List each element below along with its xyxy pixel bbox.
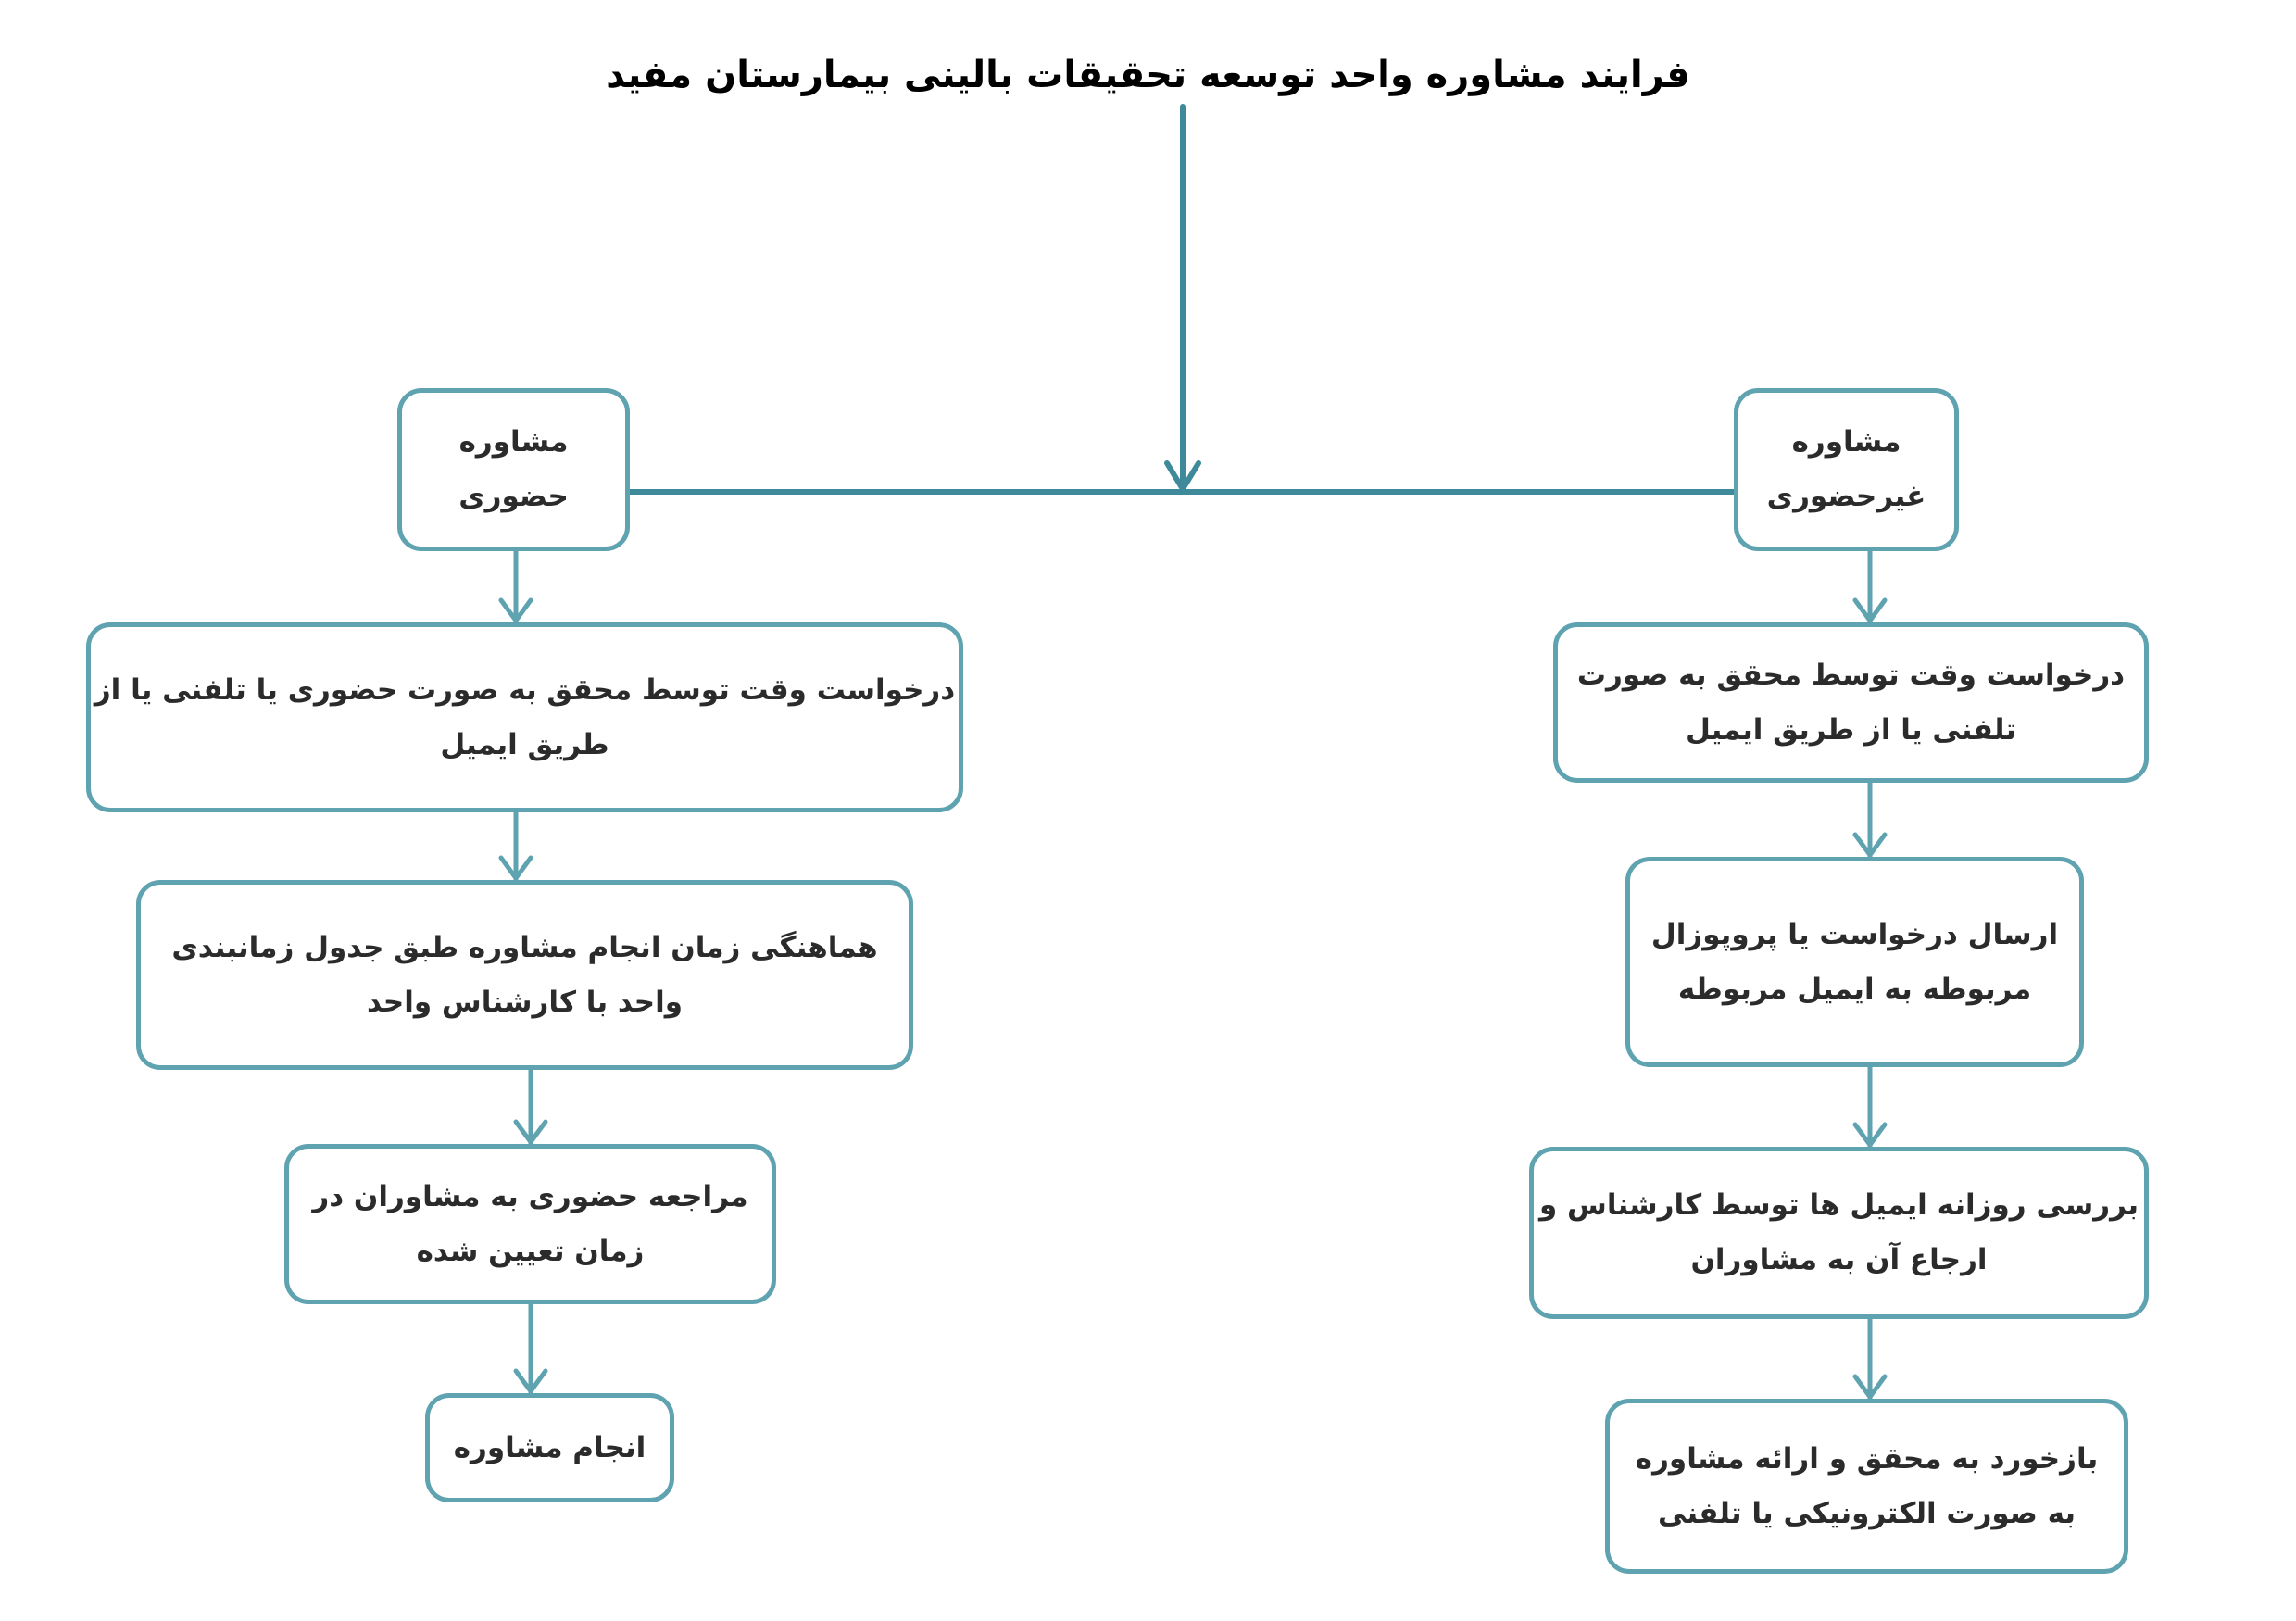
- step-text-line: واحد با کارشناس واحد: [367, 985, 684, 1019]
- step-text-line: انجام مشاوره: [453, 1430, 646, 1464]
- left-step-3-box: هماهنگی زمان انجام مشاوره طبق جدول زمانب…: [136, 880, 913, 1070]
- arrow-down-icon: [498, 855, 533, 883]
- arrow-down-icon: [513, 1368, 548, 1396]
- step-text-line: طریق ایمیل: [440, 727, 609, 761]
- step-text-line: هماهنگی زمان انجام مشاوره طبق جدول زمانب…: [171, 930, 878, 964]
- step-text-line: مشاوره: [458, 425, 569, 459]
- arrow-down-icon: [513, 1119, 548, 1147]
- step-text-line: تلفنی یا از طریق ایمیل: [1686, 712, 2016, 747]
- left-step-4-box: مراجعه حضوری به مشاوران در زمان تعیین شده: [284, 1144, 776, 1304]
- right-step-4-box: بررسی روزانه ایمیل ها توسط کارشناس و ارجا…: [1529, 1147, 2149, 1319]
- arrow-down-icon: [498, 597, 533, 625]
- step-text-line: حضوری: [458, 480, 569, 513]
- diagram-title: فرایند مشاوره واحد توسعه تحقیقات بالینی …: [606, 54, 1690, 96]
- step-text-line: زمان تعیین شده: [416, 1234, 645, 1268]
- step-text-line: ارسال درخواست یا پروپوزال: [1650, 917, 2059, 951]
- right-step-2-box: درخواست وقت توسط محقق به صورت تلفنی یا از…: [1553, 622, 2149, 783]
- step-text-line: غیرحضوری: [1766, 480, 1926, 513]
- arrow-down-icon: [1852, 1122, 1888, 1150]
- step-text-line: مشاوره: [1791, 425, 1901, 459]
- step-text-line: بررسی روزانه ایمیل ها توسط کارشناس و: [1539, 1188, 2139, 1222]
- step-text-line: درخواست وقت توسط محقق به صورت حضوری یا ت…: [94, 672, 956, 707]
- step-text-line: درخواست وقت توسط محقق به صورت: [1576, 658, 2126, 692]
- right-step-1-box: مشاوره غیرحضوری: [1734, 388, 1959, 551]
- arrow-down-icon: [1852, 832, 1888, 860]
- left-step-2-box: درخواست وقت توسط محقق به صورت حضوری یا ت…: [86, 622, 963, 812]
- arrow-down-icon: [1852, 1374, 1888, 1401]
- arrow-down-icon: [1852, 597, 1888, 625]
- step-text-line: مراجعه حضوری به مشاوران در: [312, 1179, 748, 1213]
- step-text-line: ارجاع آن به مشاوران: [1690, 1243, 1988, 1276]
- step-text-line: به صورت الکترونیکی یا تلفنی: [1657, 1496, 2076, 1530]
- right-step-5-box: بازخورد به محقق و ارائه مشاوره به صورت ال…: [1605, 1399, 2128, 1574]
- left-step-5-box: انجام مشاوره: [425, 1393, 674, 1502]
- step-text-line: مربوطه به ایمیل مربوطه: [1677, 972, 2032, 1006]
- step-text-line: بازخورد به محقق و ارائه مشاوره: [1635, 1441, 2099, 1476]
- left-step-1-box: مشاوره حضوری: [397, 388, 630, 551]
- right-step-3-box: ارسال درخواست یا پروپوزال مربوطه به ایمیل…: [1625, 857, 2084, 1067]
